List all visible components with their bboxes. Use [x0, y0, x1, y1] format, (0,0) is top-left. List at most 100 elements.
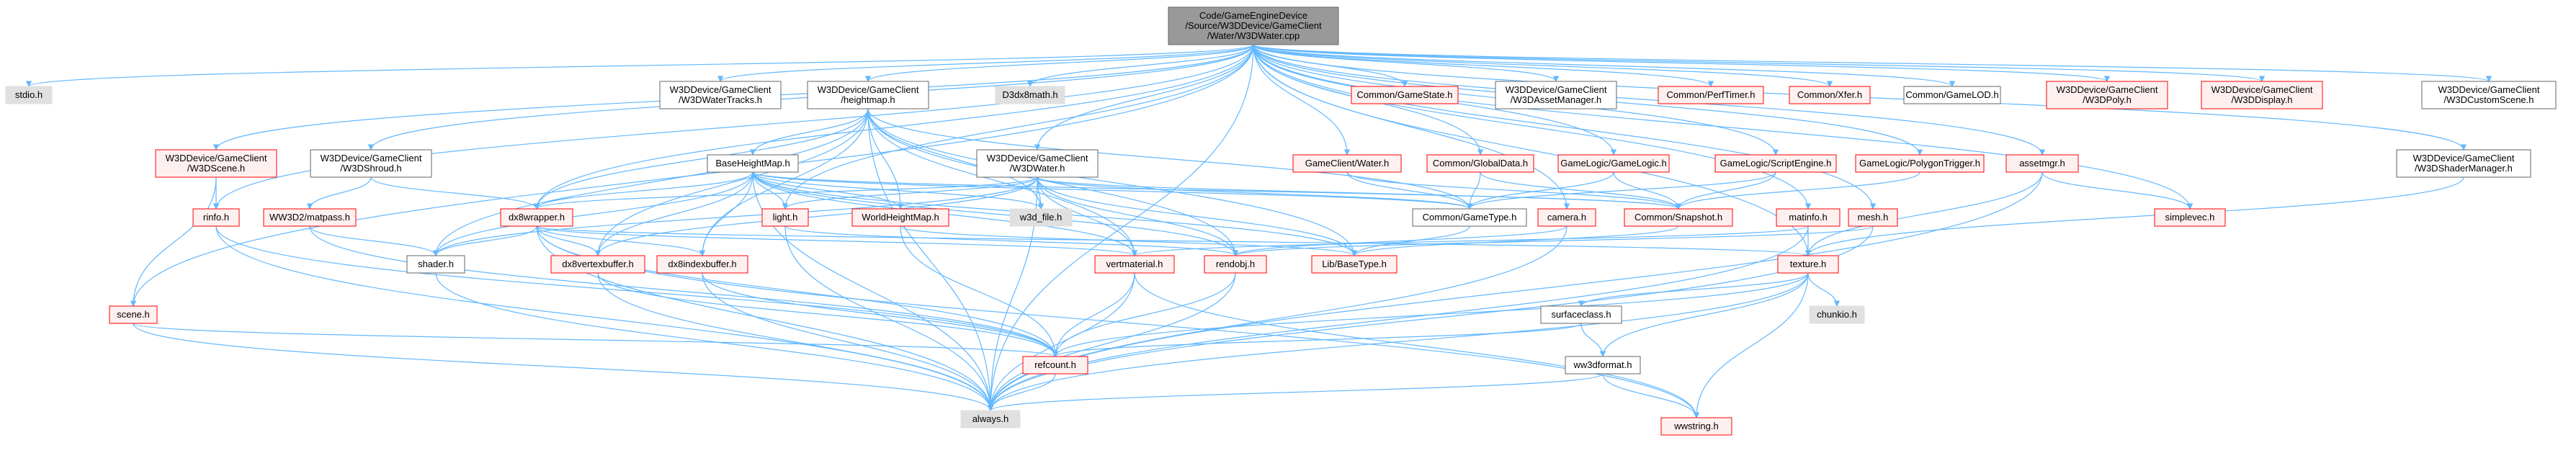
node-heightmap[interactable]: W3DDevice/GameClient/heightmap.h	[807, 81, 929, 109]
node-w3dfile[interactable]: w3d_file.h	[1009, 208, 1073, 227]
node-box-mesh[interactable]	[1848, 208, 1898, 227]
node-box-gamelod[interactable]	[1903, 86, 2001, 104]
node-box-assetmgr[interactable]	[2005, 154, 2079, 173]
node-box-surfaceclass[interactable]	[1540, 305, 1622, 324]
node-texture[interactable]: texture.h	[1777, 255, 1839, 274]
node-box-root[interactable]	[1168, 6, 1339, 45]
node-box-baseheightmap[interactable]	[707, 154, 799, 173]
node-wwstring[interactable]: wwstring.h	[1660, 417, 1732, 436]
node-scene[interactable]: scene.h	[109, 305, 158, 324]
node-light[interactable]: light.h	[761, 208, 809, 227]
node-basetype[interactable]: Lib/BaseType.h	[1311, 255, 1397, 274]
node-box-shadermgr[interactable]	[2396, 149, 2531, 178]
node-rinfo[interactable]: rinfo.h	[192, 208, 240, 227]
node-box-wwstring[interactable]	[1660, 417, 1732, 436]
node-w3dscene[interactable]: W3DDevice/GameClient/W3DScene.h	[155, 149, 277, 178]
node-box-customscene[interactable]	[2421, 81, 2557, 109]
node-box-chunkio[interactable]	[1809, 305, 1865, 324]
node-matinfo[interactable]: matinfo.h	[1776, 208, 1841, 227]
node-always[interactable]: always.h	[960, 410, 1021, 429]
node-box-gamelogic[interactable]	[1557, 154, 1670, 173]
node-box-w3dpoly[interactable]	[2046, 81, 2168, 109]
node-box-refcount[interactable]	[1022, 356, 1088, 374]
node-box-ww3dformat[interactable]	[1565, 356, 1641, 374]
node-gamestate[interactable]: Common/GameState.h	[1351, 86, 1459, 104]
node-box-w3dwater[interactable]	[976, 149, 1099, 178]
node-surfaceclass[interactable]: surfaceclass.h	[1540, 305, 1622, 324]
node-gameclientwater[interactable]: GameClient/Water.h	[1292, 154, 1402, 173]
node-rendobj[interactable]: rendobj.h	[1204, 255, 1267, 274]
node-box-scriptengine[interactable]	[1714, 154, 1837, 173]
node-gamelod[interactable]: Common/GameLOD.h	[1903, 86, 2001, 104]
node-vertmaterial[interactable]: vertmaterial.h	[1094, 255, 1175, 274]
node-polygontrigger[interactable]: GameLogic/PolygonTrigger.h	[1855, 154, 1985, 173]
node-matpass[interactable]: WW3D2/matpass.h	[263, 208, 357, 227]
node-w3dpoly[interactable]: W3DDevice/GameClient/W3DPoly.h	[2046, 81, 2168, 109]
node-chunkio[interactable]: chunkio.h	[1809, 305, 1865, 324]
node-box-gamestate[interactable]	[1351, 86, 1459, 104]
node-box-dx8wrapper[interactable]	[500, 208, 573, 227]
node-dx8indexbuffer[interactable]: dx8indexbuffer.h	[656, 255, 748, 274]
node-worldheightmap[interactable]: WorldHeightMap.h	[851, 208, 949, 227]
node-w3ddisplay[interactable]: W3DDevice/GameClient/W3DDisplay.h	[2201, 81, 2323, 109]
node-simplevec[interactable]: simplevec.h	[2154, 208, 2226, 227]
node-box-worldheightmap[interactable]	[851, 208, 949, 227]
node-refcount[interactable]: refcount.h	[1022, 356, 1088, 374]
node-d3dx8math[interactable]: D3dx8math.h	[995, 86, 1065, 104]
node-dx8wrapper[interactable]: dx8wrapper.h	[500, 208, 573, 227]
node-box-xfer[interactable]	[1789, 86, 1871, 104]
node-box-gameclientwater[interactable]	[1292, 154, 1402, 173]
node-box-shader[interactable]	[406, 255, 465, 274]
node-snapshot[interactable]: Common/Snapshot.h	[1624, 208, 1733, 227]
node-box-light[interactable]	[761, 208, 809, 227]
node-w3dshroud[interactable]: W3DDevice/GameClient/W3DShroud.h	[310, 149, 432, 178]
node-box-stdio[interactable]	[5, 86, 53, 104]
node-box-perftimer[interactable]	[1658, 86, 1764, 104]
node-box-simplevec[interactable]	[2154, 208, 2226, 227]
node-globaldata[interactable]: Common/GlobalData.h	[1426, 154, 1534, 173]
node-box-rendobj[interactable]	[1204, 255, 1267, 274]
node-box-assetmgr_client[interactable]	[1495, 81, 1617, 109]
node-box-basetype[interactable]	[1311, 255, 1397, 274]
node-box-polygontrigger[interactable]	[1855, 154, 1985, 173]
node-box-watertracks[interactable]	[659, 81, 782, 109]
node-box-matpass[interactable]	[263, 208, 357, 227]
node-box-w3dshroud[interactable]	[310, 149, 432, 178]
node-stdio[interactable]: stdio.h	[5, 86, 53, 104]
node-box-texture[interactable]	[1777, 255, 1839, 274]
node-shadermgr[interactable]: W3DDevice/GameClient/W3DShaderManager.h	[2396, 149, 2531, 178]
node-ww3dformat[interactable]: ww3dformat.h	[1565, 356, 1641, 374]
node-box-camera[interactable]	[1537, 208, 1596, 227]
node-box-always[interactable]	[960, 410, 1021, 429]
node-perftimer[interactable]: Common/PerfTimer.h	[1658, 86, 1764, 104]
node-box-scene[interactable]	[109, 305, 158, 324]
node-box-globaldata[interactable]	[1426, 154, 1534, 173]
node-gametype[interactable]: Common/GameType.h	[1412, 208, 1527, 227]
node-assetmgr_client[interactable]: W3DDevice/GameClient/W3DAssetManager.h	[1495, 81, 1617, 109]
node-baseheightmap[interactable]: BaseHeightMap.h	[707, 154, 799, 173]
node-assetmgr[interactable]: assetmgr.h	[2005, 154, 2079, 173]
node-scriptengine[interactable]: GameLogic/ScriptEngine.h	[1714, 154, 1837, 173]
node-box-dx8indexbuffer[interactable]	[656, 255, 748, 274]
node-box-snapshot[interactable]	[1624, 208, 1733, 227]
node-w3dwater[interactable]: W3DDevice/GameClient/W3DWater.h	[976, 149, 1099, 178]
node-box-heightmap[interactable]	[807, 81, 929, 109]
node-mesh[interactable]: mesh.h	[1848, 208, 1898, 227]
node-shader[interactable]: shader.h	[406, 255, 465, 274]
node-customscene[interactable]: W3DDevice/GameClient/W3DCustomScene.h	[2421, 81, 2557, 109]
node-box-gametype[interactable]	[1412, 208, 1527, 227]
node-camera[interactable]: camera.h	[1537, 208, 1596, 227]
node-box-rinfo[interactable]	[192, 208, 240, 227]
node-box-d3dx8math[interactable]	[995, 86, 1065, 104]
node-root[interactable]: Code/GameEngineDevice/Source/W3DDevice/G…	[1168, 6, 1339, 45]
node-box-vertmaterial[interactable]	[1094, 255, 1175, 274]
node-box-w3dscene[interactable]	[155, 149, 277, 178]
node-box-dx8vertexbuffer[interactable]	[550, 255, 645, 274]
node-box-matinfo[interactable]	[1776, 208, 1841, 227]
node-xfer[interactable]: Common/Xfer.h	[1789, 86, 1871, 104]
node-watertracks[interactable]: W3DDevice/GameClient/W3DWaterTracks.h	[659, 81, 782, 109]
node-gamelogic[interactable]: GameLogic/GameLogic.h	[1557, 154, 1670, 173]
node-box-w3ddisplay[interactable]	[2201, 81, 2323, 109]
node-dx8vertexbuffer[interactable]: dx8vertexbuffer.h	[550, 255, 645, 274]
node-box-w3dfile[interactable]	[1009, 208, 1073, 227]
